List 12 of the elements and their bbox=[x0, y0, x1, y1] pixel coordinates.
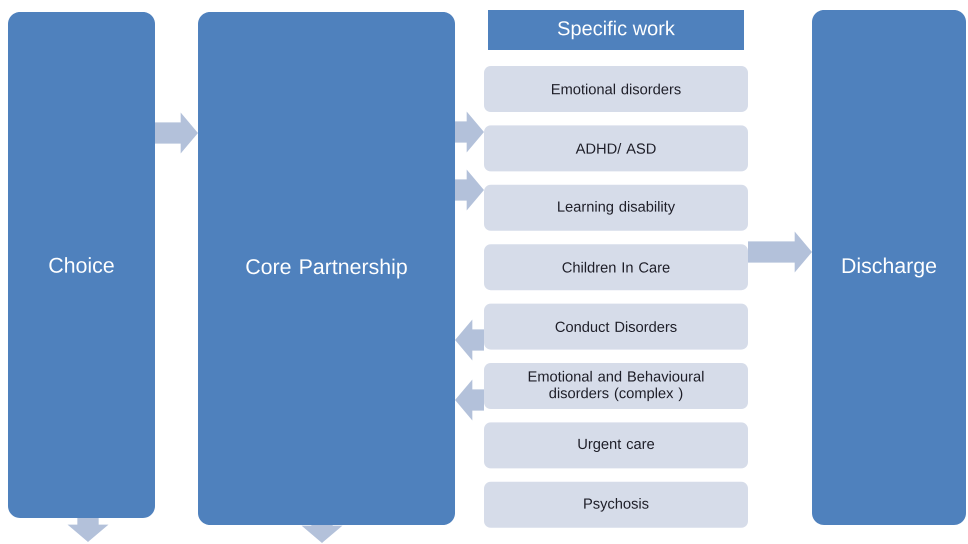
category-box: Learning disability bbox=[484, 184, 748, 231]
category-box: Children In Care bbox=[484, 244, 748, 290]
stage-column: Discharge bbox=[812, 10, 966, 525]
category-box: Psychosis bbox=[484, 482, 748, 528]
header-box: Specific work bbox=[488, 10, 744, 50]
stage-column: Choice bbox=[8, 12, 155, 518]
stage-column: Core Partnership bbox=[198, 12, 455, 525]
category-box: Conduct Disorders bbox=[484, 304, 748, 350]
category-box: Urgent care bbox=[484, 422, 748, 468]
category-box: Emotional disorders bbox=[484, 66, 748, 112]
category-box: Emotional and Behavioural disorders (complex ) bbox=[484, 363, 748, 409]
category-box: ADHD/ ASD bbox=[484, 125, 748, 172]
